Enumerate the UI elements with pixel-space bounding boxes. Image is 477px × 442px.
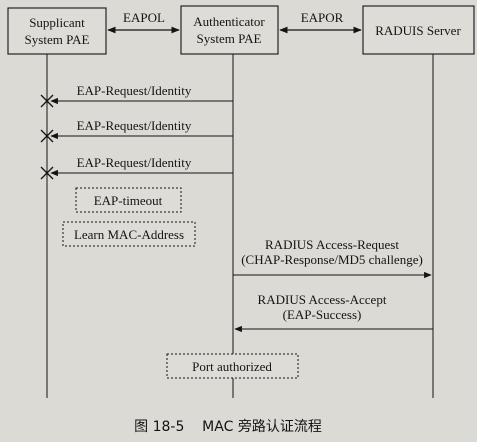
message-label: EAP-Request/Identity xyxy=(77,118,192,133)
supplicant-label-line1: Supplicant xyxy=(29,15,85,30)
note-port-authorized: Port authorized xyxy=(166,353,299,379)
message-request-identity-3: EAP-Request/Identity xyxy=(40,155,233,180)
eapor-label: EAPOR xyxy=(301,10,344,25)
message-label: EAP-Request/Identity xyxy=(77,155,192,170)
note-label: Learn MAC-Address xyxy=(74,227,184,242)
message-label-line2: (EAP-Success) xyxy=(283,307,362,322)
message-label: EAP-Request/Identity xyxy=(77,83,192,98)
lost-message-cross-icon xyxy=(40,94,54,108)
eapol-label: EAPOL xyxy=(123,10,165,25)
supplicant-label-line2: System PAE xyxy=(25,32,90,47)
note-eap-timeout: EAP-timeout xyxy=(75,187,182,213)
authenticator-box: Authenticator System PAE xyxy=(180,5,279,55)
lost-message-cross-icon xyxy=(40,129,54,143)
note-label: Port authorized xyxy=(192,359,272,374)
message-access-request: RADIUS Access-Request (CHAP-Response/MD5… xyxy=(233,237,432,279)
supplicant-box: Supplicant System PAE xyxy=(7,7,107,55)
message-label-line1: RADIUS Access-Request xyxy=(265,237,399,252)
figure-caption: 图 18-5 MAC 旁路认证流程 xyxy=(134,418,322,435)
message-label-line2: (CHAP-Response/MD5 challenge) xyxy=(241,252,423,267)
message-label-line1: RADIUS Access-Accept xyxy=(258,292,387,307)
message-access-accept: RADIUS Access-Accept (EAP-Success) xyxy=(234,292,433,333)
note-label: EAP-timeout xyxy=(94,193,163,208)
message-request-identity-2: EAP-Request/Identity xyxy=(40,118,233,143)
server-label: RADUIS Server xyxy=(375,23,461,38)
server-box: RADUIS Server xyxy=(362,5,475,55)
authenticator-label-line1: Authenticator xyxy=(193,14,265,29)
message-request-identity-1: EAP-Request/Identity xyxy=(40,83,233,108)
authenticator-label-line2: System PAE xyxy=(197,31,262,46)
note-learn-mac-address: Learn MAC-Address xyxy=(62,221,196,247)
lost-message-cross-icon xyxy=(40,166,54,180)
